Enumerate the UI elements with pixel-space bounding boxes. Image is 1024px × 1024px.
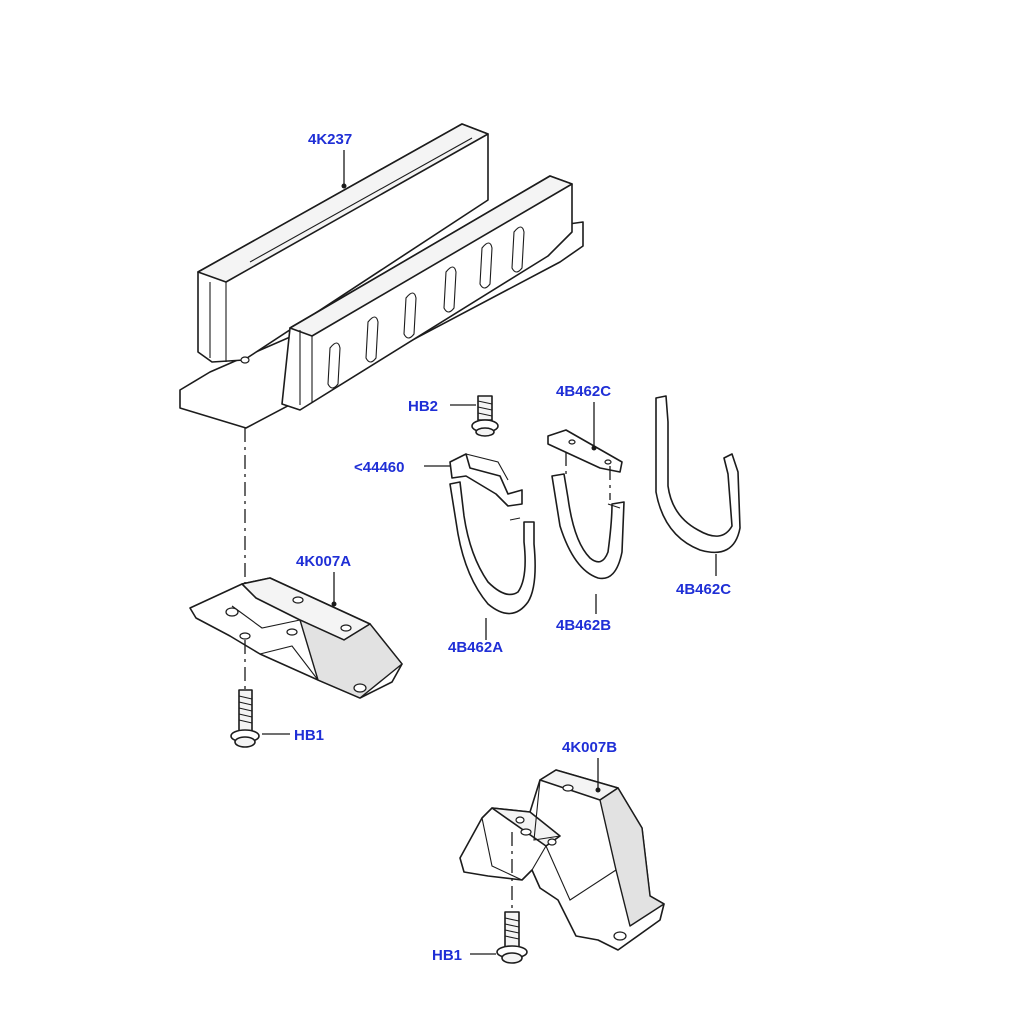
strap-4b462c-right [655, 395, 741, 554]
strap-4b462c-band [655, 395, 741, 554]
plate-4b462c-body [547, 429, 623, 473]
strap-4b462a [449, 481, 536, 615]
bracket-44460-body [449, 453, 523, 507]
strap-4b462b-band [551, 473, 625, 580]
callout-hb1-left: HB1 [294, 727, 324, 744]
bolt-hb1-bottom [496, 911, 528, 964]
heat-shield-rib [479, 242, 493, 289]
bracket-4k007a-hole [225, 607, 239, 617]
strap-4b462b [551, 473, 625, 580]
callout-4b462c-right: 4B462C [676, 581, 731, 598]
callout-hb1-bottom: HB1 [432, 947, 462, 964]
callout-4k007a: 4K007A [296, 553, 351, 570]
heat-shield-rib [365, 316, 379, 363]
heat-shield-rib [511, 226, 525, 273]
heat-shield-rear-panel-top [197, 123, 489, 283]
callout-44460: <44460 [354, 459, 404, 476]
strap-4b462a-band [449, 481, 536, 615]
mounting-bracket-4k007a [189, 577, 403, 699]
strap-bracket-44460 [449, 453, 523, 507]
callout-hb2: HB2 [408, 398, 438, 415]
bolt-hb1-left [230, 689, 260, 748]
heat-shield-ribbed-panel-top [289, 175, 573, 337]
callout-4b462c-top: 4B462C [556, 383, 611, 400]
strap-plate-4b462c [547, 429, 623, 473]
heat-shield-rib [443, 266, 457, 313]
bracket-4k007b-hole [562, 784, 574, 792]
callout-4b462b: 4B462B [556, 617, 611, 634]
heat-shield-rib [403, 292, 417, 339]
heat-shield-assembly [179, 123, 584, 429]
bolt-hb2 [471, 395, 499, 437]
heat-shield-bolt-hole [240, 356, 250, 364]
callout-4b462a: 4B462A [448, 639, 503, 656]
heat-shield-rib [327, 342, 341, 389]
callout-4k007b: 4K007B [562, 739, 617, 756]
callout-4k237: 4K237 [308, 131, 352, 148]
mounting-bracket-4k007b [459, 769, 665, 951]
